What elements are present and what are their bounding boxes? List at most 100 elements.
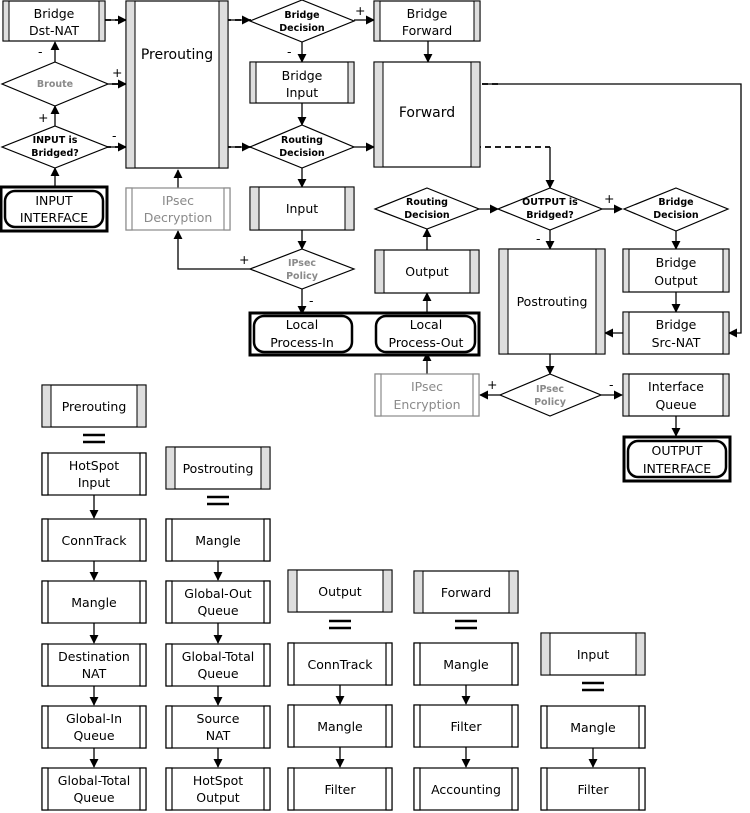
box-local-process-out-line1: Local — [410, 317, 442, 332]
arrow-policy-to-decryption — [173, 230, 250, 270]
box-local-process-out: Local Process-Out — [374, 314, 477, 354]
legend-forward-step: Filter — [413, 704, 519, 748]
sign-minus: - — [609, 377, 614, 392]
branch-signs: + - + - + - + - + - + - — [38, 3, 614, 392]
legend-output-header: Output — [287, 569, 393, 613]
diamond-input-is-bridged: INPUT is Bridged? — [0, 125, 110, 169]
legend-step-label: Output — [196, 790, 240, 805]
box-interface-queue: Interface Queue — [622, 373, 730, 417]
legend-prerouting-header-label: Prerouting — [62, 399, 127, 414]
diamond-output-bridged-line2: Bridged? — [526, 210, 574, 221]
diamond-routing-decision-line2: Decision — [279, 148, 325, 159]
legend-step-label: Queue — [73, 728, 114, 743]
sign-plus: + — [38, 110, 48, 125]
diamond-routing-decision-top: Routing Decision — [248, 124, 356, 169]
diamond-ipsec-policy-in: IPsec Policy — [248, 248, 356, 290]
legend-forward-step: Accounting — [413, 767, 519, 811]
legend-forward-step: Mangle — [413, 642, 519, 686]
legend-step-label: Mangle — [317, 719, 363, 734]
legend-forward-header: Forward — [413, 570, 519, 614]
legend-prerouting-step: Mangle — [41, 580, 147, 624]
box-bridge-output-line2: Output — [654, 273, 698, 288]
legend-input-header: Input — [540, 632, 646, 676]
legend-input-header-label: Input — [577, 647, 609, 662]
legend-step-label: Filter — [325, 782, 357, 797]
legend-output-step: Filter — [287, 767, 393, 811]
chain-legends: PreroutingHotSpotInputConnTrackMangleDes… — [41, 384, 646, 811]
box-interface-queue-line1: Interface — [648, 379, 704, 394]
sign-minus: - — [287, 44, 292, 59]
box-bridge-forward: Bridge Forward — [373, 0, 481, 42]
box-bridge-input: Bridge Input — [249, 61, 355, 104]
box-bridge-dst-nat-line1: Bridge — [34, 6, 75, 21]
legend-step-label: Global-Total — [58, 773, 130, 788]
legend-output-header-label: Output — [318, 584, 362, 599]
box-ipsec-encryption-line2: Encryption — [393, 397, 460, 412]
box-postrouting-label: Postrouting — [517, 294, 588, 309]
legend-step-label: Filter — [451, 719, 483, 734]
sign-plus: + — [355, 3, 365, 18]
diamond-ipsec-policy-out: IPsec Policy — [498, 373, 603, 417]
legend-step-label: Queue — [197, 666, 238, 681]
legend-step-label: Mangle — [195, 533, 241, 548]
legend-step-label: Mangle — [71, 595, 117, 610]
legend-prerouting-header: Prerouting — [41, 384, 147, 428]
box-local-process-out-line2: Process-Out — [389, 335, 464, 350]
box-postrouting: Postrouting — [498, 248, 606, 355]
legend-postrouting-equals — [207, 495, 229, 506]
diamond-bridge-decision-right-line2: Decision — [653, 210, 699, 221]
box-bridge-src-nat-line2: Src-NAT — [652, 335, 701, 350]
sign-plus: + — [239, 252, 249, 267]
box-ipsec-encryption: IPsec Encryption — [374, 373, 480, 417]
box-bridge-dst-nat: Bridge Dst-NAT — [2, 0, 106, 42]
legend-forward-equals — [455, 619, 477, 630]
box-input-interface: INPUT INTERFACE — [0, 185, 109, 233]
legend-output-step: ConnTrack — [287, 642, 393, 686]
legend-output-step: Mangle — [287, 704, 393, 748]
box-ipsec-encryption-line1: IPsec — [411, 379, 443, 394]
diamond-broute-line1: Broute — [37, 79, 73, 90]
legend-step-label: Queue — [197, 603, 238, 618]
diamond-ipsec-policy-out-line2: Policy — [534, 397, 567, 408]
box-bridge-dst-nat-line2: Dst-NAT — [29, 23, 79, 38]
box-bridge-src-nat-line1: Bridge — [656, 317, 697, 332]
legend-prerouting: PreroutingHotSpotInputConnTrackMangleDes… — [41, 384, 147, 811]
box-forward: Forward — [373, 61, 481, 168]
legend-step-label: HotSpot — [69, 458, 119, 473]
box-bridge-forward-line2: Forward — [402, 23, 452, 38]
legend-step-label: Global-Out — [184, 586, 251, 601]
box-bridge-input-line2: Input — [286, 85, 318, 100]
legend-step-label: NAT — [82, 666, 107, 681]
box-input-interface-line2: INTERFACE — [20, 210, 88, 225]
legend-forward-header-label: Forward — [441, 585, 491, 600]
box-bridge-output-line1: Bridge — [656, 255, 697, 270]
diamond-bridge-decision-top: Bridge Decision — [248, 0, 356, 43]
legend-step-label: NAT — [206, 728, 231, 743]
box-bridge-input-line1: Bridge — [282, 68, 323, 83]
sign-plus: + — [487, 377, 497, 392]
legend-step-label: Global-In — [66, 711, 122, 726]
legend-postrouting-header: Postrouting — [165, 446, 271, 490]
sign-plus: + — [112, 65, 122, 80]
legend-step-label: Destination — [58, 649, 130, 664]
legend-step-label: Global-Total — [182, 649, 254, 664]
diamond-bridge-decision-line1: Bridge — [284, 10, 319, 21]
diamond-ipsec-policy-out-line1: IPsec — [536, 384, 564, 395]
box-local-process-in-line2: Process-In — [270, 335, 334, 350]
legend-step-label: Mangle — [443, 657, 489, 672]
legend-postrouting: PostroutingMangleGlobal-OutQueueGlobal-T… — [165, 446, 271, 811]
box-bridge-output: Bridge Output — [622, 248, 730, 293]
diamond-routing-decision-out: Routing Decision — [373, 187, 481, 230]
box-bridge-forward-line1: Bridge — [407, 6, 448, 21]
arrow-bridge-forward-to-src-nat — [482, 83, 742, 338]
legend-step-label: ConnTrack — [308, 657, 374, 672]
diamond-ipsec-policy-in-line2: Policy — [286, 271, 319, 282]
box-local-process: Local Process-In Local Process-Out — [248, 311, 481, 357]
diamond-bridge-decision-right-line1: Bridge — [658, 197, 693, 208]
box-output-interface: OUTPUT INTERFACE — [622, 435, 732, 483]
sign-minus: - — [309, 293, 314, 308]
legend-step-label: ConnTrack — [62, 533, 128, 548]
